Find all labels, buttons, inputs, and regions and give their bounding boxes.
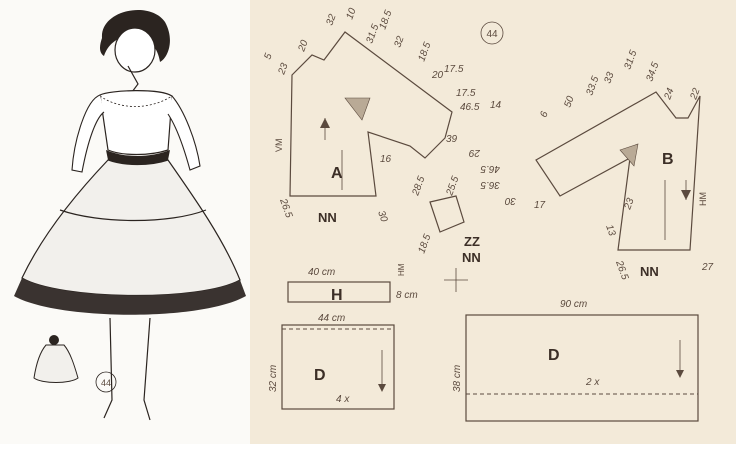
piece-small: ZZ NN 28.5 25.5 18.5 [410, 175, 481, 292]
m-back-10: 13 [603, 223, 617, 238]
piece-b-grain: HM [698, 192, 708, 206]
m-back-2: 33.5 [584, 75, 601, 97]
piece-a: A NN VM 5 23 20 32 10 31.5 18.5 32 18.5 … [262, 6, 501, 225]
m-back-15: 29 [468, 147, 481, 158]
m-back-11: 23 [622, 196, 637, 212]
skirt-shape [21, 159, 241, 297]
m-small-2: 18.5 [416, 233, 433, 255]
m-small-0: 28.5 [410, 175, 427, 198]
piece-a-outline [289, 31, 453, 197]
neck-line [127, 65, 139, 93]
dart-b [619, 143, 639, 167]
m-front-11: 17.5 [456, 88, 476, 99]
m-back-13: 30 [504, 195, 516, 206]
right-sleeve [167, 95, 201, 171]
fashion-illustration: 44 [0, 0, 250, 444]
grain-arrow-a-head [320, 118, 330, 128]
piece-d-small-letter: D [314, 367, 326, 384]
piece-h-grain: HM [397, 263, 406, 276]
piece-h: 40 cm 8 cm H HM [287, 263, 418, 304]
piece-a-letter: A [331, 165, 343, 182]
figure-number-left: 44 [101, 378, 111, 388]
m-front-10: 17.5 [444, 64, 464, 75]
m-front-14: 39 [446, 134, 458, 145]
m-back-4: 31.5 [622, 49, 639, 71]
m-back-6: 24 [662, 86, 677, 102]
piece-d-large-width: 90 cm [560, 299, 587, 310]
figure-number-circle [95, 371, 117, 393]
m-back-7: 22 [688, 86, 703, 102]
m-back-0: 6 [538, 110, 550, 119]
piece-d-large-grain-head [676, 370, 684, 378]
m-front-6: 18.5 [377, 9, 394, 31]
piece-small-code-bottom: NN [462, 250, 481, 265]
face-shape [114, 27, 156, 73]
piece-h-height: 8 cm [396, 290, 418, 301]
skirt-tier-line [59, 209, 207, 222]
piece-h-outline [287, 281, 391, 303]
m-back-14: 17 [534, 200, 546, 211]
m-front-15: 16 [380, 154, 392, 165]
piece-small-outline [429, 195, 465, 233]
m-front-2: 20 [296, 38, 311, 54]
m-back-1: 50 [562, 94, 576, 109]
piece-d-small-width: 44 cm [318, 313, 345, 324]
m-front-9: 20 [431, 70, 444, 81]
m-front-0: 5 [262, 52, 274, 61]
piece-d-large-height: 38 cm [452, 365, 463, 392]
piece-d-small-grain-head [378, 384, 386, 392]
piece-a-code: NN [318, 210, 337, 225]
m-back-9: 26.5 [613, 258, 630, 281]
hem-band-shape [14, 278, 246, 315]
piece-a-grain: VM [274, 139, 284, 153]
m-front-7: 32 [392, 34, 406, 49]
m-back-3: 33 [602, 70, 616, 85]
piece-small-code-top: ZZ [464, 234, 480, 249]
back-view-sketch [33, 344, 79, 383]
dress-drawing: 44 [14, 10, 246, 421]
m-front-8: 18.5 [416, 41, 433, 63]
m-back-5: 34.5 [644, 61, 661, 83]
piece-b-code: NN [640, 264, 659, 279]
piece-d-large: 90 cm 38 cm D 2 x [452, 299, 699, 422]
bodice-shape [99, 90, 173, 156]
figure-number-sheet: 44 [486, 29, 498, 40]
m-front-3: 32 [324, 12, 338, 27]
pattern-svg: 44 A NN VM 5 23 20 32 10 31.5 18.5 32 18… [262, 6, 714, 422]
piece-d-small-count: 4 x [336, 394, 350, 405]
back-view-head [49, 335, 59, 345]
piece-h-letter: H [331, 287, 343, 304]
piece-d-small: 44 cm 32 cm D 4 x [268, 313, 395, 410]
m-back-8: 27 [701, 262, 714, 273]
m-front-17: 26.5 [277, 196, 294, 219]
figure-number-circle-sheet [480, 21, 504, 45]
dart-a [344, 97, 371, 121]
piece-d-small-outline [281, 324, 395, 410]
piece-b: B NN HM 6 50 33.5 33 31.5 34.5 24 22 27 … [468, 49, 713, 282]
m-back-16: 36.5 [480, 179, 500, 190]
m-front-16: 30 [375, 209, 389, 224]
grain-arrow-b-head [681, 190, 691, 200]
m-front-12: 46.5 [460, 102, 480, 113]
m-front-13: 14 [490, 100, 502, 111]
m-front-1: 23 [276, 61, 291, 77]
m-front-4: 10 [344, 6, 358, 21]
piece-d-large-letter: D [548, 347, 560, 364]
legs-shape [103, 317, 151, 421]
piece-d-large-count: 2 x [585, 377, 600, 388]
m-back-12: 46.5 [480, 163, 500, 174]
m-small-1: 25.5 [444, 175, 461, 198]
neckline-trim [99, 95, 173, 107]
piece-d-small-height: 32 cm [268, 365, 279, 392]
left-sleeve [71, 94, 105, 173]
waistband-shape [106, 150, 170, 165]
piece-b-outline [535, 91, 701, 251]
piece-d-large-outline [465, 314, 699, 422]
pattern-sheet: 44 A NN VM 5 23 20 32 10 31.5 18.5 32 18… [250, 0, 736, 444]
piece-h-width: 40 cm [308, 267, 335, 278]
piece-b-letter: B [662, 151, 674, 168]
